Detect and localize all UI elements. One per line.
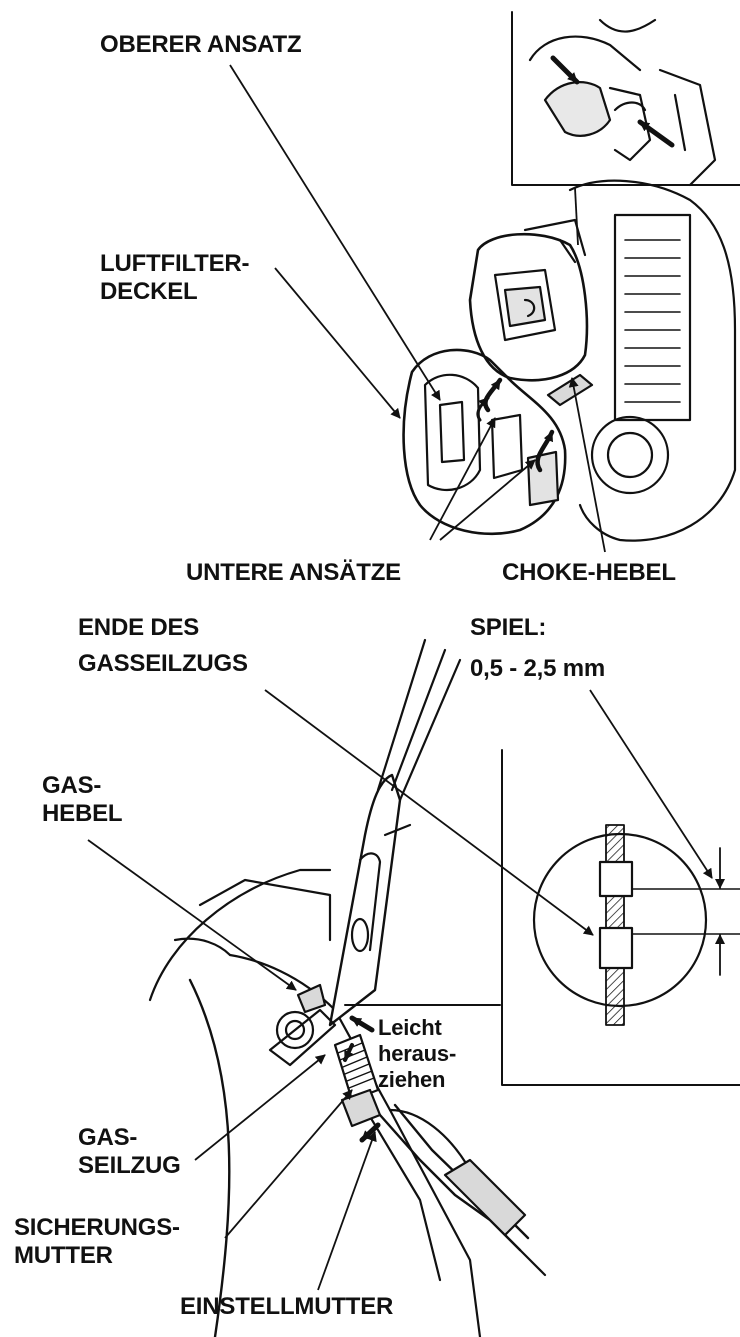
pliers xyxy=(328,773,402,1027)
label-ende-des-1: ENDE DES xyxy=(78,614,200,641)
detail-frame xyxy=(501,749,740,1086)
inset-frame xyxy=(511,11,740,186)
top-leader-lines xyxy=(229,64,606,553)
air-filter-illustration xyxy=(402,11,740,542)
filter-element xyxy=(468,232,589,382)
air-filter-cover xyxy=(402,348,567,536)
label-sicherungsmutter-1: SICHERUNGS- xyxy=(14,1214,180,1241)
label-ende-des-2: GASSEILZUGS xyxy=(78,650,248,677)
label-gas-hebel-1: GAS- xyxy=(42,772,102,799)
label-luftfilter-deckel-2: DECKEL xyxy=(100,278,198,305)
engine-housing xyxy=(568,179,737,542)
label-sicherungsmutter-2: MUTTER xyxy=(14,1242,113,1269)
throttle-illustration xyxy=(148,638,740,1337)
label-gas-hebel-2: HEBEL xyxy=(42,800,123,827)
label-einstellmutter: EINSTELLMUTTER xyxy=(180,1293,394,1320)
label-untere-ansaetze: UNTERE ANSÄTZE xyxy=(186,559,401,586)
label-spiel-1: SPIEL: xyxy=(470,614,547,641)
label-gas-seilzug-2: SEILZUG xyxy=(78,1152,181,1179)
label-choke-hebel: CHOKE-HEBEL xyxy=(502,559,676,586)
label-leicht-2: heraus- xyxy=(378,1041,457,1066)
label-gas-seilzug-1: GAS- xyxy=(78,1124,138,1151)
label-luftfilter-deckel-1: LUFTFILTER- xyxy=(100,250,250,277)
label-leicht-1: Leicht xyxy=(378,1015,442,1040)
label-oberer-ansatz: OBERER ANSATZ xyxy=(100,31,302,58)
label-spiel-2: 0,5 - 2,5 mm xyxy=(470,655,606,682)
throttle-lever-pivot xyxy=(275,1010,315,1050)
label-leicht-3: ziehen xyxy=(378,1067,446,1092)
bottom-leader-lines xyxy=(87,689,713,1291)
